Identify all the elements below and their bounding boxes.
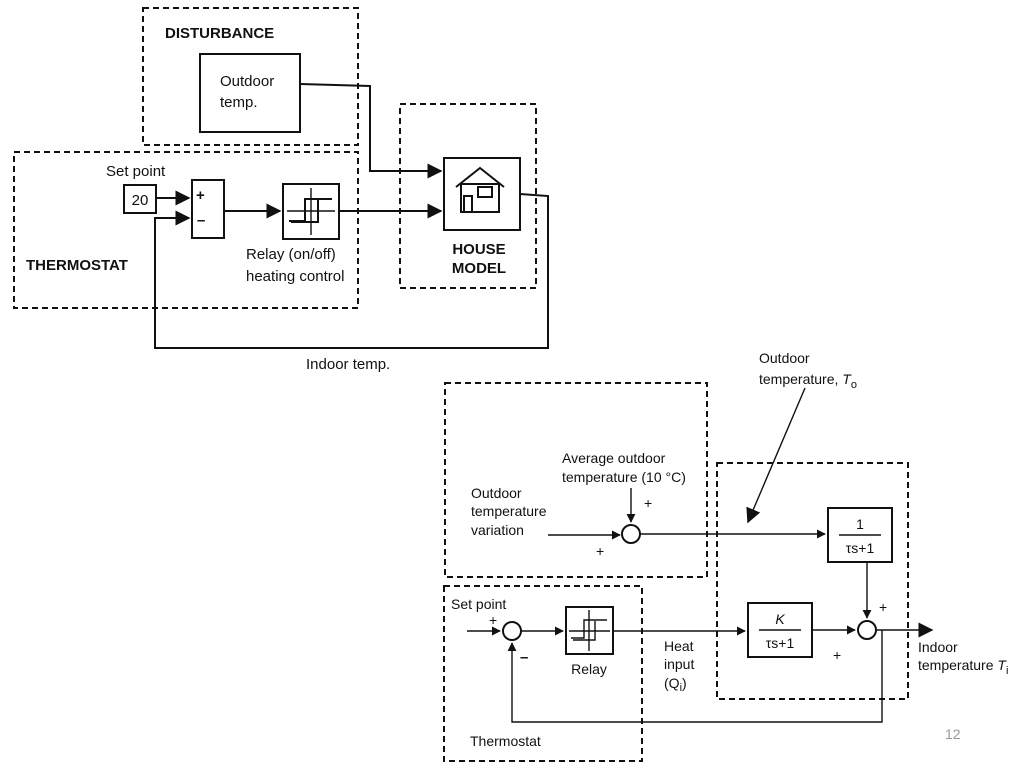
house-output-wire [154, 193, 549, 349]
outdoor-T-label-line2: temperature, To [759, 371, 857, 391]
heat-input-label-line1: Heat [664, 638, 694, 654]
outdoor-sum-plus-left: + [596, 543, 604, 559]
house-sum-plus-left: + [833, 647, 841, 663]
top-diagram: DISTURBANCE Outdoor temp. Set point 20 +… [13, 7, 549, 373]
sum-block [191, 179, 225, 239]
outdoor-temp-label-line2: temp. [220, 94, 258, 111]
sum-minus-sign: – [197, 212, 205, 229]
thermostat-title: THERMOSTAT [26, 257, 128, 274]
disturbance-model-group [444, 382, 708, 578]
outdoor-sum-junction [621, 524, 641, 544]
outdoor-T-label-line1: Outdoor [759, 350, 810, 366]
heat-input-paren-close: ) [682, 675, 687, 691]
outdoor-temp-block [199, 53, 301, 133]
error-sum-minus: – [520, 649, 528, 666]
thermostat-controller-group [443, 585, 643, 762]
indoor-temp-label: Indoor temp. [306, 356, 390, 373]
avg-outdoor-label-line1: Average outdoor [562, 450, 666, 466]
heat-input-subscript: i [680, 682, 682, 694]
outdoor-to-house-wire [299, 83, 443, 179]
house-label-line1: HOUSE [452, 241, 505, 258]
error-sum-plus: + [489, 612, 497, 628]
house-icon [455, 166, 505, 213]
indoor-T-text: temperature [918, 657, 997, 673]
bottom-hysteresis-icon [569, 610, 610, 651]
relay-label-line2: heating control [246, 268, 344, 285]
setpoint-label: Set point [106, 163, 166, 180]
relay-label-line1: Relay (on/off) [246, 246, 336, 263]
tfk-denominator: τs+1 [766, 635, 795, 651]
outdoor-T-pointer [746, 387, 806, 524]
heat-input-label-line3: (Qi) [664, 675, 687, 694]
page-number: 12 [945, 726, 961, 742]
disturbance-title: DISTURBANCE [165, 25, 274, 42]
indoor-T-subscript: i [1006, 665, 1008, 677]
house-sum-junction [857, 620, 877, 640]
indoor-T-label-line1: Indoor [918, 639, 958, 655]
avg-outdoor-label-line2: temperature (10 °C) [562, 469, 686, 485]
outdoor-T-text: temperature, [759, 371, 842, 387]
setpoint-value: 20 [132, 192, 149, 209]
sum-plus-sign: + [196, 187, 205, 204]
house-sum-plus-top: + [879, 599, 887, 615]
heat-input-paren-open: (Q [664, 675, 680, 691]
thermostat-group [13, 151, 359, 309]
thermostat-label: Thermostat [470, 733, 541, 749]
outdoor-sum-plus-top: + [644, 495, 652, 511]
bottom-relay-label: Relay [571, 661, 607, 677]
variation-label-line3: variation [471, 522, 524, 538]
variation-label-line1: Outdoor [471, 485, 522, 501]
bottom-diagram: Outdoor temperature, To Average outdoor … [443, 350, 1008, 762]
variation-label-line2: temperature [471, 503, 547, 519]
outdoor-T-subscript: o [851, 379, 857, 391]
house-label-line2: MODEL [452, 260, 506, 277]
tfk-numerator: K [775, 611, 785, 627]
outdoor-temp-label-line1: Outdoor [220, 73, 274, 90]
outdoor-T-symbol: T [842, 371, 852, 387]
tf1-numerator: 1 [856, 516, 864, 532]
indoor-T-label-line2: temperature Ti [918, 657, 1008, 677]
house-dynamics-group [716, 462, 909, 700]
bottom-setpoint-label: Set point [451, 596, 506, 612]
disturbance-group [142, 7, 359, 146]
error-sum-junction [502, 621, 522, 641]
tf1-denominator: τs+1 [846, 540, 875, 556]
hysteresis-icon [287, 188, 335, 235]
feedback-wire [507, 630, 883, 723]
heat-input-label-line2: input [664, 656, 694, 672]
indoor-T-symbol: T [997, 657, 1007, 673]
